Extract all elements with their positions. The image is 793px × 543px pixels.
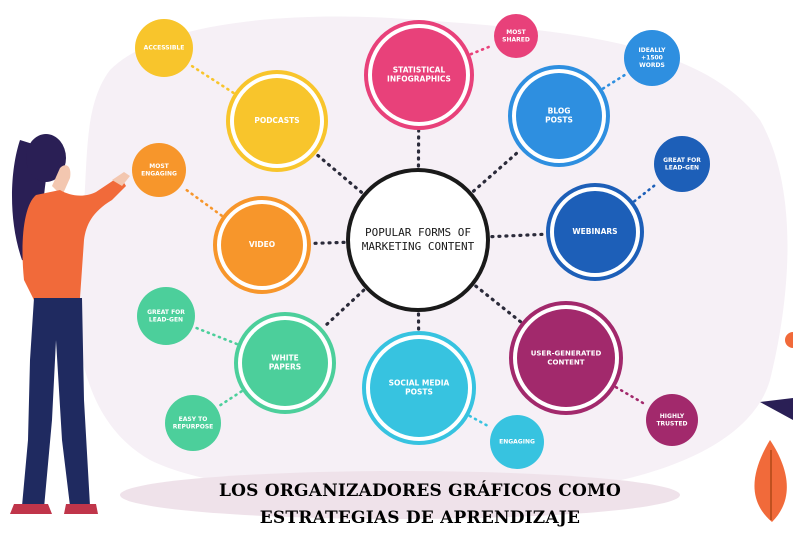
- satellite-circle: [654, 136, 710, 192]
- node-fill: [370, 339, 468, 437]
- link-engaging: [468, 414, 493, 429]
- satellite-label: ACCESSIBLE: [144, 45, 185, 52]
- satellite-circle: [624, 30, 680, 86]
- node-label: VIDEO: [249, 240, 275, 249]
- satellite-circle: [494, 14, 538, 58]
- satellite-circle: [490, 415, 544, 469]
- node-label: PAPERS: [269, 363, 301, 372]
- node-fill: [242, 320, 328, 406]
- satellite-circle: [165, 395, 221, 451]
- node-label: CONTENT: [547, 358, 584, 366]
- node-label: WHITE: [271, 353, 299, 362]
- satellite-label: MOST: [506, 29, 526, 36]
- satellite-label: GREAT FOR: [147, 309, 185, 316]
- node-label: SOCIAL MEDIA: [389, 378, 450, 387]
- node-fill: [554, 191, 636, 273]
- node-video: VIDEO: [213, 196, 311, 294]
- plant-decoration: [754, 332, 793, 522]
- node-podcasts: PODCASTS: [226, 70, 328, 172]
- satellite-label: GREAT FOR: [663, 157, 701, 164]
- satellite-label: IDEALLY: [638, 47, 666, 54]
- link-center-webinars: [490, 232, 547, 239]
- link-great-for-lead-gen-white-papers: [194, 326, 238, 346]
- caption-line-2: ESTRATEGIAS DE APRENDIZAJE: [259, 508, 581, 528]
- node-label: PODCASTS: [254, 116, 299, 125]
- satellite-label: EASY TO: [179, 416, 208, 423]
- center-node-label: MARKETING CONTENT: [362, 240, 475, 253]
- satellite-circle: [646, 394, 698, 446]
- node-webinars: WEBINARS: [546, 183, 644, 281]
- center-node-label: POPULAR FORMS OF: [365, 226, 471, 239]
- link-ideally-1500-words: [601, 73, 627, 90]
- satellite-label: LEAD-GEN: [149, 316, 183, 323]
- satellite-label: SHARED: [502, 36, 530, 43]
- link-center-user-generated-content: [474, 284, 523, 324]
- satellite-label: ENGAGING: [499, 439, 535, 446]
- floor-shadow: [120, 471, 680, 519]
- node-label: POSTS: [545, 116, 573, 125]
- node-fill: [517, 309, 615, 407]
- node-label: INFOGRAPHICS: [387, 75, 451, 84]
- woman-illustration: [10, 134, 130, 514]
- satellite-label: REPURPOSE: [173, 423, 214, 430]
- satellite-circle: [137, 287, 195, 345]
- link-great-for-lead-gen-webinars: [633, 181, 659, 203]
- satellite-circle: [132, 143, 186, 197]
- link-easy-to-repurpose: [217, 390, 243, 408]
- satellite-label: LEAD-GEN: [665, 164, 699, 171]
- node-fill: [234, 78, 320, 164]
- satellite-label: +1500: [641, 55, 663, 62]
- satellite-engaging: ENGAGING: [490, 415, 544, 469]
- link-center-blog-posts: [471, 148, 522, 193]
- link-most-shared: [469, 44, 495, 56]
- node-label: USER-GENERATED: [531, 350, 602, 358]
- link-center-podcasts: [315, 152, 364, 194]
- link-center-video: [310, 240, 346, 245]
- satellite-circle: [135, 19, 193, 77]
- satellite-label: WORDS: [639, 62, 665, 69]
- node-fill: [516, 73, 602, 159]
- caption-line-1: LOS ORGANIZADORES GRÁFICOS COMO: [218, 481, 622, 501]
- link-most-engaging: [181, 186, 223, 217]
- link-accessible: [189, 64, 235, 95]
- node-fill: [372, 28, 466, 122]
- satellite-label: HIGHLY: [660, 413, 685, 420]
- center-node: [346, 168, 490, 312]
- satellite-label: MOST: [149, 163, 169, 170]
- node-fill: [221, 204, 303, 286]
- satellite-accessible: ACCESSIBLE: [135, 19, 193, 77]
- node-label: POSTS: [405, 388, 433, 397]
- satellite-label: TRUSTED: [656, 420, 687, 427]
- link-center-white-papers: [321, 288, 366, 330]
- link-highly-trusted: [614, 385, 649, 407]
- node-label: STATISTICAL: [393, 65, 446, 74]
- node-label: BLOG: [548, 106, 571, 115]
- connector-lines: [181, 44, 659, 429]
- satellite-label: ENGAGING: [141, 170, 177, 177]
- node-label: WEBINARS: [572, 227, 617, 236]
